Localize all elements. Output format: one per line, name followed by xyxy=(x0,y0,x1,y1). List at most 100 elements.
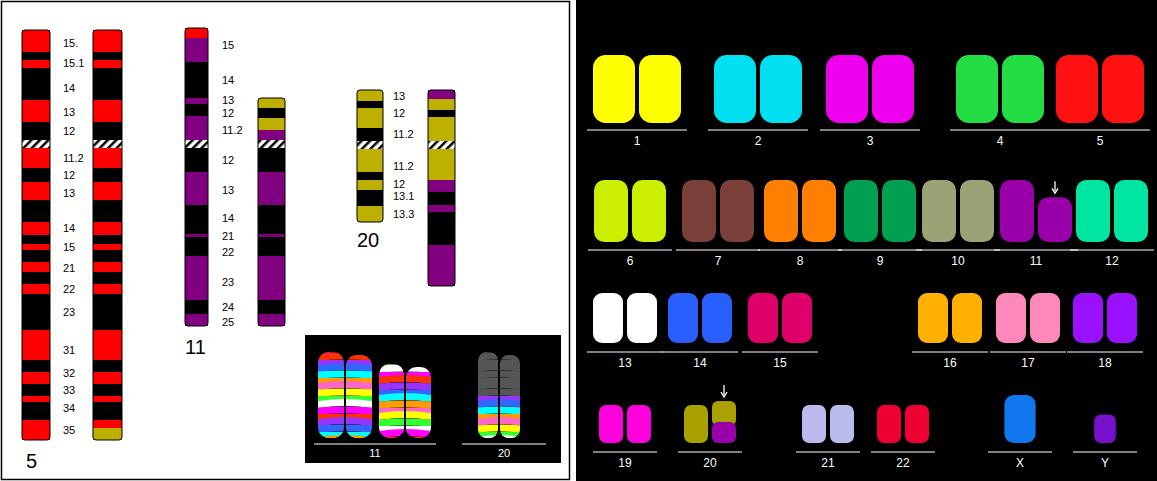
chromosome-band xyxy=(185,256,208,300)
chromosome-band xyxy=(428,212,455,245)
sky-chromosome xyxy=(639,55,681,123)
pair-underline xyxy=(820,130,920,131)
right-panel xyxy=(576,0,1157,481)
band-label: 13.3 xyxy=(393,208,414,220)
sky-chromosome xyxy=(918,293,948,343)
sky-chromosome xyxy=(714,55,756,123)
inset-panel xyxy=(305,335,561,463)
band-label: 15.1 xyxy=(63,57,84,69)
chromosome-band xyxy=(185,148,208,172)
sky-band xyxy=(473,389,525,398)
sky-chromosome xyxy=(952,293,982,343)
chromosome-band xyxy=(428,180,455,192)
chromosome-band xyxy=(93,52,122,60)
band-label: 13 xyxy=(222,94,234,106)
chromosome-band xyxy=(93,384,122,396)
sky-chromosome xyxy=(956,55,998,123)
band-label: 14 xyxy=(222,74,234,86)
pair-underline xyxy=(314,444,436,445)
centromere xyxy=(258,140,285,148)
sky-chromosome xyxy=(682,180,716,242)
chromosome-outline xyxy=(428,90,455,286)
pair-underline xyxy=(994,250,1078,251)
arrow-marker xyxy=(1054,181,1055,191)
derivative-chromosome xyxy=(712,422,736,443)
chromosome-number: 20 xyxy=(703,457,716,470)
band-label: 11 xyxy=(369,447,380,459)
sky-band xyxy=(313,432,377,439)
sky-chromosome xyxy=(473,345,525,445)
band-label: 14 xyxy=(63,222,75,234)
chromosome-band xyxy=(93,372,122,384)
chromosome-number: 15 xyxy=(773,357,786,370)
pair-underline xyxy=(1070,250,1154,251)
chromosome-band xyxy=(428,245,455,286)
pair-underline xyxy=(796,452,860,453)
band-label: 22 xyxy=(222,246,234,258)
band-label: 14 xyxy=(63,82,75,94)
sky-band xyxy=(473,407,525,416)
chromosome-band xyxy=(93,182,122,200)
chromosome-outline xyxy=(258,98,285,326)
centromere xyxy=(185,140,208,148)
sky-chromosome xyxy=(668,293,698,343)
sky-chromosome xyxy=(1094,415,1116,444)
band-label: 15 xyxy=(222,39,234,51)
sky-chromosome xyxy=(1056,55,1098,123)
sky-chromosome xyxy=(872,55,914,123)
band-label: 34 xyxy=(63,402,75,414)
chromosome-band xyxy=(22,100,50,122)
chromosome-band xyxy=(93,30,122,52)
chromosome-number: 14 xyxy=(693,357,706,370)
band-label: 15 xyxy=(63,241,75,253)
chromosome-band xyxy=(93,294,122,330)
sky-band xyxy=(473,432,525,439)
chromosome-band xyxy=(357,180,383,190)
chromosome-band xyxy=(93,148,122,168)
band-label: 12 xyxy=(393,178,405,190)
pair-underline xyxy=(708,130,808,131)
chromosome-band xyxy=(93,168,122,182)
chromosome-band xyxy=(22,420,50,440)
chromosome-band xyxy=(428,149,455,180)
sky-chromosome xyxy=(882,180,916,242)
sky-chromosome xyxy=(1102,55,1144,123)
pair-underline xyxy=(662,352,738,353)
sky-band xyxy=(313,371,377,380)
chromosome-band xyxy=(22,262,50,272)
chromosome-band xyxy=(22,182,50,200)
chromosome-band xyxy=(22,244,50,250)
sky-band xyxy=(374,419,436,428)
chromosome-outline xyxy=(185,28,208,326)
chromosome-band xyxy=(258,98,285,108)
sky-chromosome xyxy=(684,405,708,443)
arrow-marker xyxy=(1052,188,1058,193)
pair-underline xyxy=(988,452,1052,453)
chromosome-band xyxy=(93,272,122,284)
pair-underline xyxy=(758,250,842,251)
sky-chromosome xyxy=(374,357,436,445)
sky-chromosome xyxy=(905,405,929,443)
chromosome-number: 19 xyxy=(618,457,631,470)
pair-underline xyxy=(593,452,657,453)
chromosome-band xyxy=(93,68,122,100)
sky-band xyxy=(313,353,377,362)
pair-underline xyxy=(588,250,672,251)
chromosome-band xyxy=(22,68,50,100)
band-label: 31 xyxy=(63,344,75,356)
sky-chromosome xyxy=(599,405,623,443)
band-label: 11.2 xyxy=(63,152,84,164)
chromosome-band xyxy=(185,205,208,234)
sky-chromosome xyxy=(1107,293,1137,343)
band-label: 13 xyxy=(63,106,75,118)
chromosome-band xyxy=(22,402,50,420)
sky-chromosome xyxy=(627,293,657,343)
chromosome-band xyxy=(428,99,455,110)
chromosome-band xyxy=(93,396,122,402)
chromosome-band xyxy=(428,192,455,205)
sky-chromosome xyxy=(1002,55,1044,123)
band-label: 12 xyxy=(222,107,234,119)
pair-underline xyxy=(676,250,760,251)
sky-chromosome xyxy=(1114,180,1148,242)
chromosome-number: 21 xyxy=(821,457,834,470)
